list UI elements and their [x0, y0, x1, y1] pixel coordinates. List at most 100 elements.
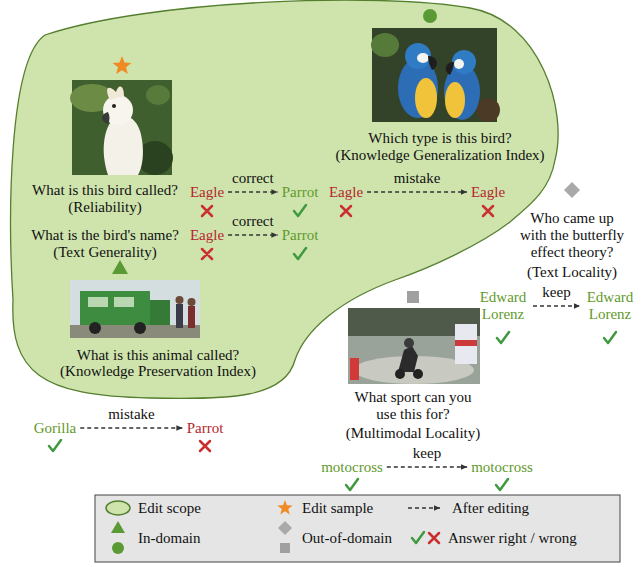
macaw-beak — [446, 62, 454, 75]
legend-text: Edit scope — [138, 500, 201, 516]
legend-triangle-sample — [111, 521, 125, 533]
legend-entry: Out-of-domain — [302, 530, 392, 547]
right-mark — [294, 248, 306, 259]
truck-body — [80, 291, 150, 325]
macaw-face — [454, 59, 464, 69]
motocross-wheel — [413, 369, 423, 379]
cockatoo-eye — [112, 104, 116, 108]
legend-entry: Edit scope — [138, 500, 201, 517]
legend-text: After editing — [452, 500, 529, 516]
edit-arrow — [367, 191, 467, 192]
question-text: What is the bird's name? — [31, 227, 179, 244]
macaw-head — [405, 43, 431, 69]
motocross-rider — [404, 338, 414, 348]
question-text: Which type is this bird? — [368, 130, 511, 147]
in-domain-circle — [423, 9, 437, 23]
answer-word: Eagle — [328, 184, 364, 201]
answer-text: Eagle — [190, 184, 224, 201]
person — [176, 304, 183, 328]
cockatoo-beak — [102, 112, 110, 124]
legend-entry: Answer right / wrong — [448, 530, 577, 547]
edit-arrow — [533, 305, 580, 306]
edit-arrow — [228, 191, 278, 192]
cockatoo-head — [103, 95, 133, 125]
answer-text: Edward Lorenz — [584, 289, 636, 323]
wrong-mark — [202, 249, 212, 259]
question-text: (Text Generality) — [53, 244, 156, 261]
person — [188, 306, 195, 328]
macaw-chest — [445, 82, 465, 118]
legend-square-sample — [280, 543, 290, 553]
photo-foliage — [371, 33, 399, 57]
answer-word: Eagle — [189, 227, 225, 244]
right-mark — [496, 479, 508, 490]
wrong-mark — [202, 206, 212, 216]
motocross-wheel — [395, 369, 405, 379]
photo-foliage — [476, 98, 500, 122]
legend-box — [95, 495, 620, 562]
answer-word: Edward Lorenz — [476, 289, 530, 323]
question-text: What is this animal called? — [77, 347, 239, 364]
legend-text: Edit sample — [302, 500, 373, 516]
photo-background — [348, 308, 480, 384]
photo-banner — [455, 340, 477, 346]
answer-text: Parrot — [282, 227, 319, 244]
edit-arrow — [80, 427, 182, 428]
motocross-rider — [398, 346, 418, 372]
answer-word: Parrot — [186, 420, 225, 437]
answer-word: Edward Lorenz — [583, 289, 637, 323]
question-text: What sport can you use this for? — [351, 389, 476, 423]
answer-word: Gorilla — [33, 420, 78, 437]
legend-circle-sample — [112, 542, 124, 554]
legend-entry: Edit sample — [302, 500, 373, 517]
photo-foliage — [146, 85, 170, 105]
legend-diamond-sample — [278, 521, 292, 535]
edge-label: mistake — [394, 170, 441, 187]
answer-text: motocross — [321, 459, 383, 476]
truck-cab — [150, 300, 170, 325]
macaw-face — [417, 53, 429, 63]
answer-word: Eagle — [189, 184, 225, 201]
answer-word: motocross — [470, 459, 534, 476]
question-text: What is this bird called? — [32, 182, 178, 199]
cockatoo-body — [104, 115, 143, 175]
wrong-mark — [200, 441, 210, 451]
answer-text: motocross — [471, 459, 533, 476]
answer-text: Gorilla — [34, 420, 77, 437]
answer-text: Eagle — [471, 184, 505, 201]
answer-word: Parrot — [281, 227, 320, 244]
edit-arrow — [228, 234, 278, 235]
question-text: Who came up with the butterfly effect th… — [518, 210, 627, 261]
out-of-domain-diamond — [564, 182, 580, 198]
in-domain-triangle — [112, 260, 128, 274]
answer-text: Eagle — [329, 184, 363, 201]
wrong-mark — [483, 206, 493, 216]
photo-banner — [455, 324, 477, 364]
question-text: (Knowledge Generalization Index) — [335, 147, 544, 164]
legend-entry: After editing — [452, 500, 529, 517]
edit-sample-star — [112, 56, 131, 74]
right-mark — [604, 332, 616, 343]
person — [176, 296, 184, 304]
question-text: (Reliability) — [68, 199, 141, 216]
right-mark — [497, 332, 509, 343]
edit-scope-region — [11, 0, 558, 398]
legend-text: Answer right / wrong — [448, 530, 577, 546]
edit-arrow — [387, 466, 467, 467]
legend-right-sample — [412, 532, 424, 543]
cockatoo-crest — [107, 86, 124, 100]
legend-star-sample — [277, 500, 292, 514]
wrong-mark — [341, 206, 351, 216]
answer-text: Eagle — [190, 227, 224, 244]
legend-wrong-sample — [429, 533, 439, 543]
truck-window — [114, 297, 134, 307]
right-mark — [49, 440, 61, 451]
legend-text: Out-of-domain — [302, 530, 392, 546]
photo-background — [70, 280, 200, 338]
answer-word: Parrot — [281, 184, 320, 201]
edge-label: keep — [542, 284, 570, 301]
answer-text: Edward Lorenz — [477, 289, 529, 323]
question-text: (Multimodal Locality) — [346, 425, 481, 442]
truck-wheel — [134, 322, 146, 334]
